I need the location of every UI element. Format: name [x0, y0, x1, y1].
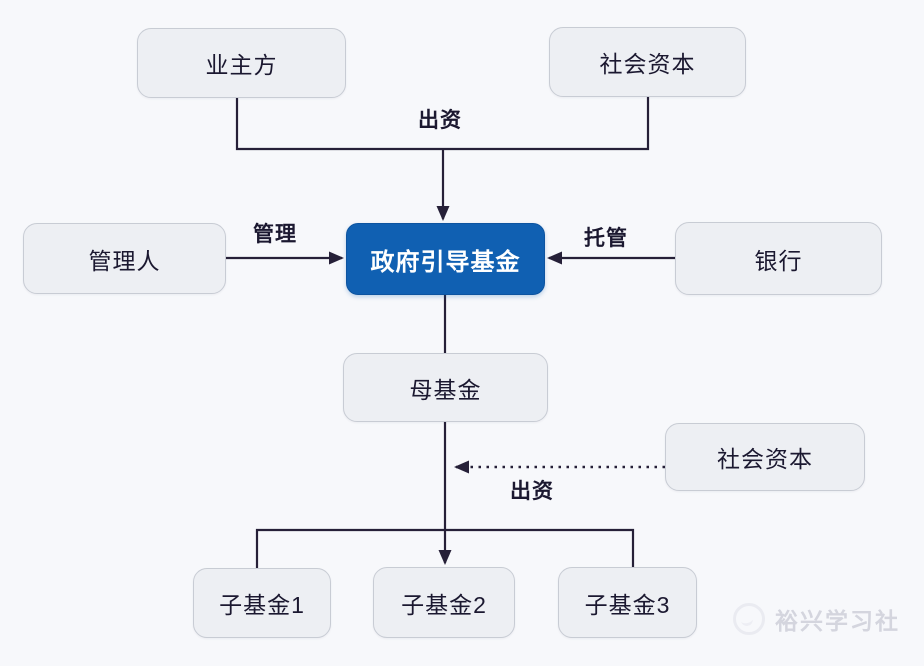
- node-gov-fund-label: 政府引导基金: [370, 248, 521, 276]
- edge-label-manage: 管理: [253, 223, 297, 246]
- node-manager: 管理人: [23, 223, 226, 294]
- node-sub-fund-2-label: 子基金2: [401, 591, 487, 618]
- node-mother-fund: 母基金: [343, 353, 548, 422]
- watermark-text: 裕兴学习社: [775, 608, 900, 634]
- edge-label-custody: 托管: [584, 227, 628, 250]
- edge-label-contribution-top: 出资: [418, 109, 462, 132]
- node-social-capital-mid-label: 社会资本: [717, 446, 813, 472]
- node-sub-fund-3-label: 子基金3: [584, 591, 671, 618]
- node-owner: 业主方: [137, 28, 346, 98]
- node-sub-fund-1: 子基金1: [193, 568, 331, 638]
- node-social-capital-top-label: 社会资本: [599, 51, 696, 77]
- node-social-capital-mid: 社会资本: [665, 423, 865, 491]
- node-mother-fund-label: 母基金: [409, 376, 482, 403]
- edge-subfund-bracket: [255, 528, 635, 568]
- edge-label-contribution-mid: 出资: [510, 480, 554, 503]
- node-bank: 银行: [675, 222, 882, 295]
- watermark-logo-icon: [733, 603, 765, 635]
- node-owner-label: 业主方: [205, 52, 278, 78]
- node-gov-fund: 政府引导基金: [346, 223, 545, 295]
- node-sub-fund-3: 子基金3: [558, 567, 697, 638]
- watermark: 裕兴学习社: [733, 602, 900, 636]
- node-social-capital-top: 社会资本: [549, 27, 746, 97]
- node-manager-label: 管理人: [88, 247, 161, 274]
- node-sub-fund-2: 子基金2: [373, 567, 515, 638]
- node-sub-fund-1-label: 子基金1: [219, 592, 305, 618]
- node-bank-label: 银行: [754, 247, 803, 274]
